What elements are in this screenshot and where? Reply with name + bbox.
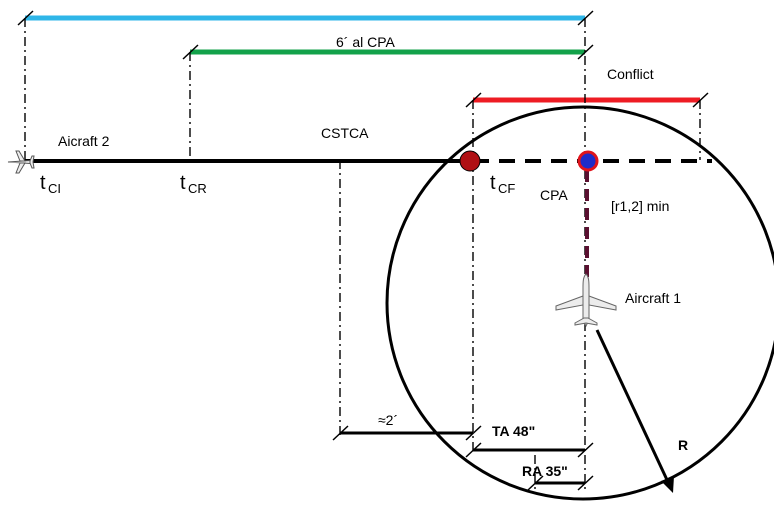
svg-text:CI: CI [48, 181, 61, 196]
radius-arrow [595, 329, 670, 483]
aircraft1-label: Aircraft 1 [625, 290, 681, 306]
svg-text:t: t [180, 172, 186, 194]
t-cf-label: t CF [490, 172, 515, 196]
svg-text:CR: CR [188, 181, 207, 196]
ra-label: RA 35" [522, 463, 568, 479]
t-ci-label: t CI [40, 172, 61, 196]
r12min-label: [r1,2] min [611, 198, 669, 214]
radius-label: R [678, 437, 688, 453]
cstca-label: CSTCA [321, 125, 369, 141]
svg-text:t: t [490, 172, 496, 194]
six-min-cpa-label: 6´ al CPA [336, 34, 396, 50]
bar-ticks [17, 10, 709, 491]
conflict-label: Conflict [607, 66, 654, 82]
svg-text:CF: CF [498, 181, 515, 196]
airplane-icon [555, 273, 617, 328]
radius-arrowhead [661, 476, 674, 493]
approx2-label: ≈2´ [378, 412, 398, 428]
dash-dot-guides [24, 18, 701, 490]
airplane-icon [7, 150, 35, 174]
protection-circle [385, 105, 774, 501]
cpa-dot [577, 150, 599, 172]
conflict-start-dot [459, 150, 481, 172]
t-cr-label: t CR [180, 172, 207, 196]
ta-label: TA 48" [492, 423, 535, 439]
svg-text:t: t [40, 172, 46, 194]
cpa-label: CPA [540, 187, 568, 203]
aircraft2-label: Aicraft 2 [58, 133, 110, 149]
